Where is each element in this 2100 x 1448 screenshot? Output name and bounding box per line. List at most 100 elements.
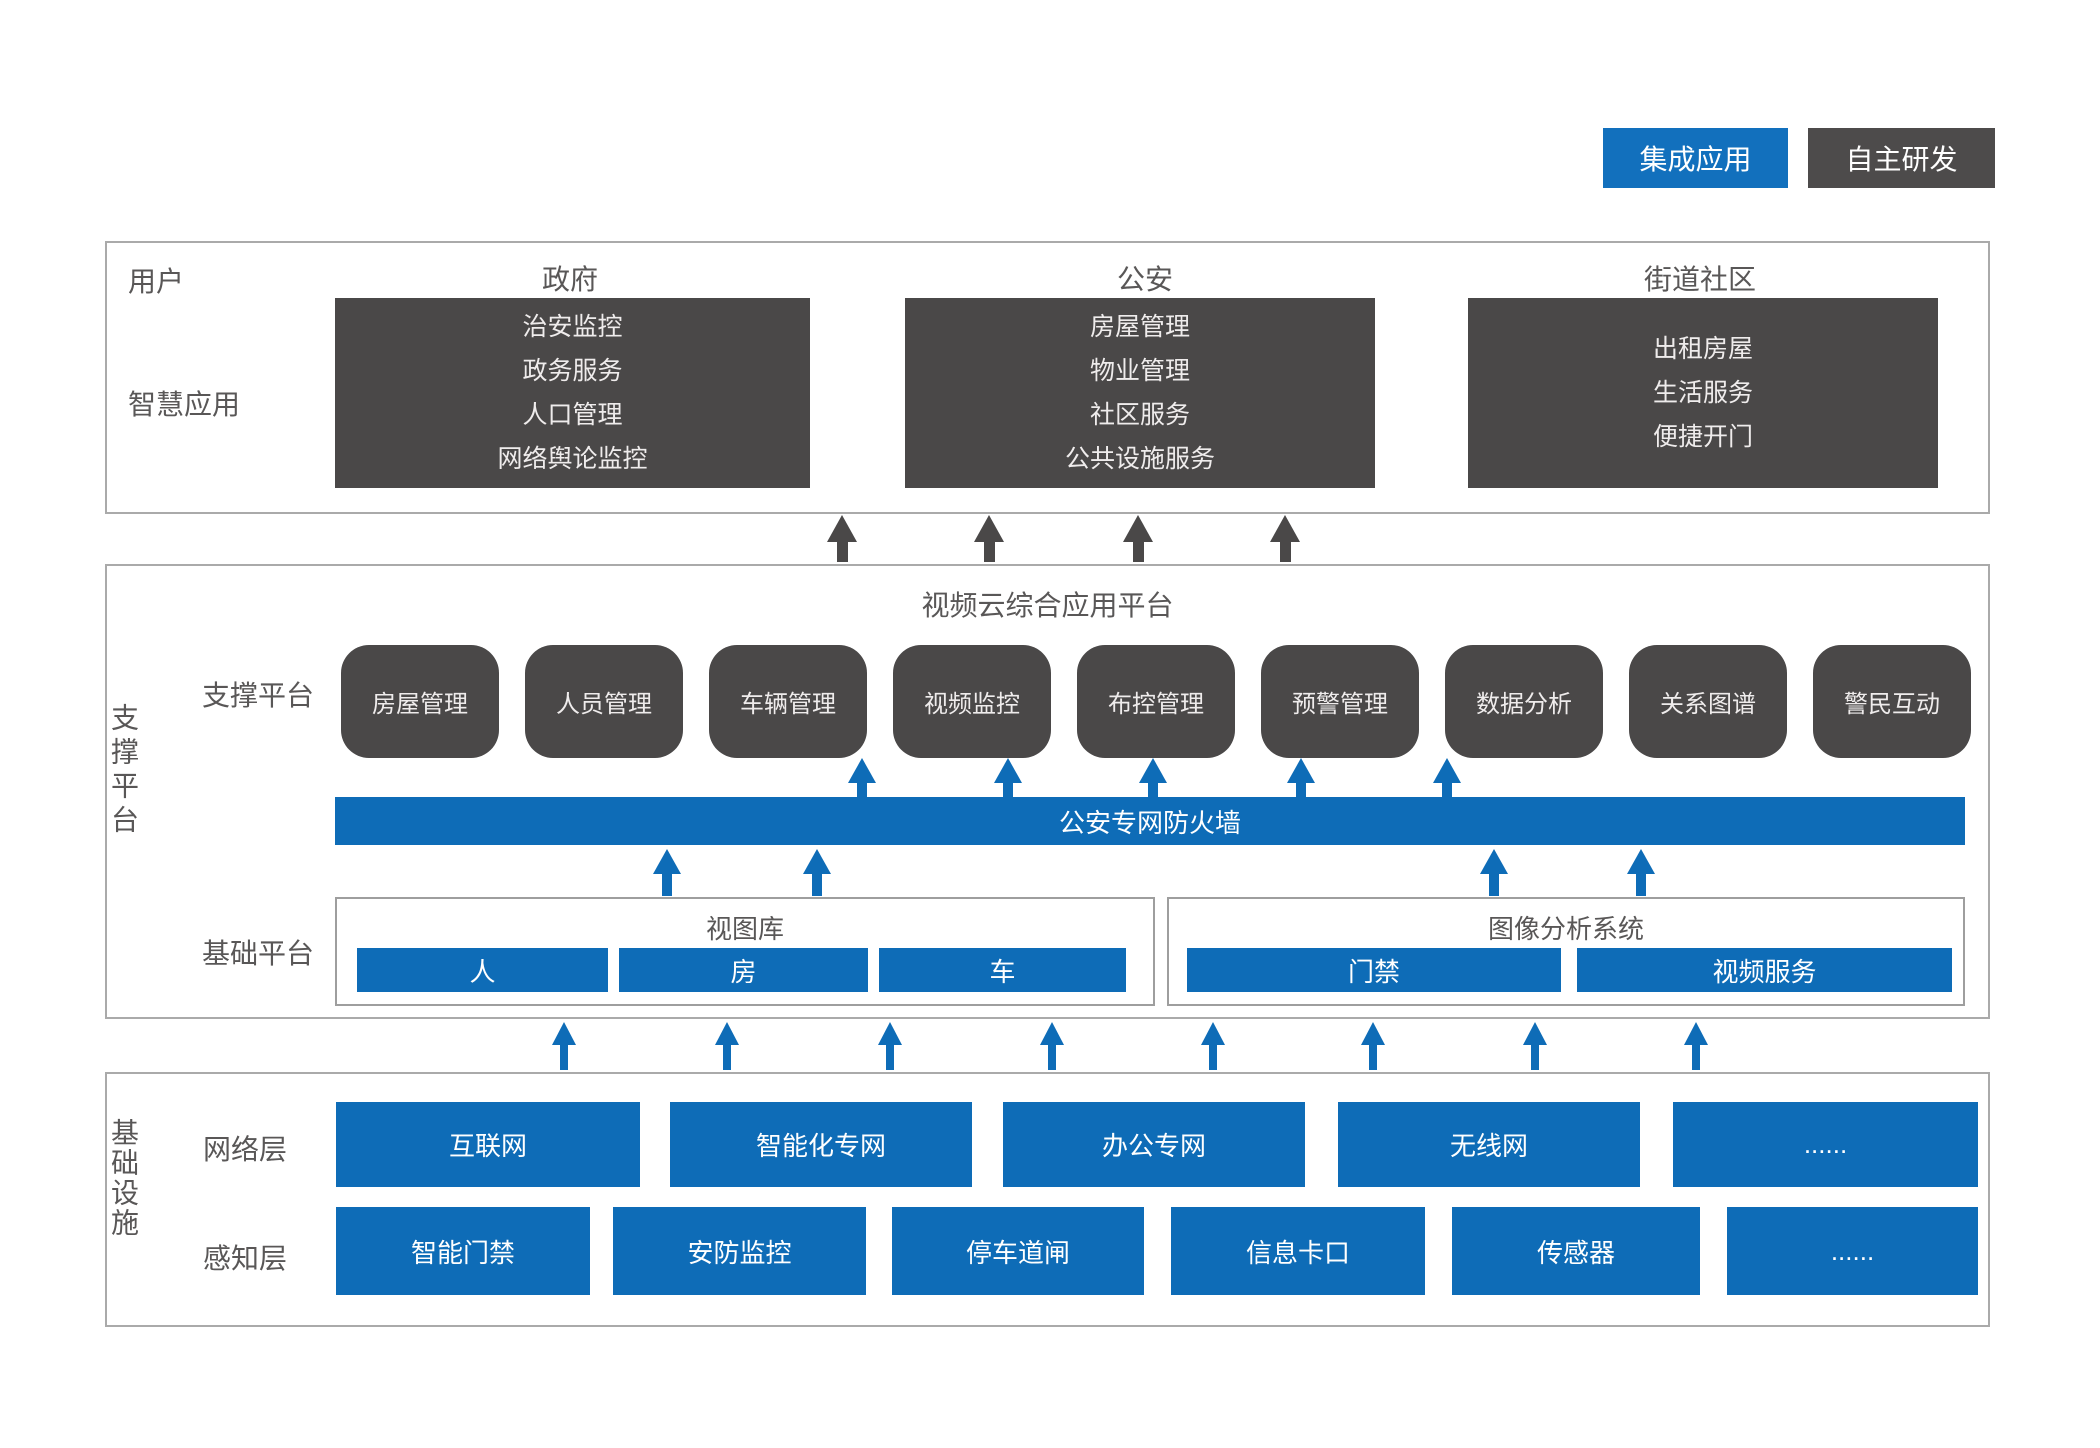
app-item: 便捷开门 [1652,423,1753,451]
support-app-box: 车辆管理 [709,645,867,758]
image-analysis-item-box: 门禁 [1187,948,1561,992]
support-app-label: 布控管理 [1108,691,1204,718]
up-arrow-icon [1480,849,1508,896]
up-arrow-icon [1361,1022,1385,1070]
image-analysis-title: 图像分析系统 [1487,914,1644,944]
up-arrow-icon [1287,758,1315,797]
view-library-title: 视图库 [705,914,784,944]
government-apps-box: 治安监控 政务服务 人口管理 网络舆论监控 [335,298,810,488]
view-library-item-box: 房 [619,948,868,992]
up-arrow-icon [827,515,857,562]
legend-self-developed-label: 自主研发 [1845,144,1958,175]
support-app-label: 警民互动 [1844,691,1940,718]
sensor-box: 智能门禁 [336,1207,590,1295]
support-app-box: 关系图谱 [1629,645,1787,758]
network-box: 互联网 [336,1102,640,1187]
up-arrow-icon [1627,849,1655,896]
users-row-label: 用户 [128,266,185,297]
support-app-label: 预警管理 [1292,691,1388,718]
up-arrow-icon [1040,1022,1064,1070]
app-item: 生活服务 [1652,379,1753,407]
support-app-box: 布控管理 [1077,645,1235,758]
up-arrow-icon [1684,1022,1708,1070]
app-item: 公共设施服务 [1064,445,1215,473]
image-analysis-item-label: 视频服务 [1712,956,1817,987]
sensor-box-label: 信息卡口 [1245,1237,1350,1268]
support-app-label: 关系图谱 [1660,691,1756,718]
network-box-label: 智能化专网 [755,1131,886,1161]
support-app-box: 视频监控 [893,645,1051,758]
support-app-label: 人员管理 [556,691,652,718]
network-layer-label: 网络层 [202,1134,287,1165]
base-row-label: 基础平台 [201,938,314,969]
image-analysis-item-label: 门禁 [1347,956,1400,987]
sensor-box: 安防监控 [613,1207,866,1295]
platform-title: 视频云综合应用平台 [921,590,1174,621]
sensor-box-label: 传感器 [1536,1237,1615,1268]
support-app-box: 数据分析 [1445,645,1603,758]
up-arrow-icon [1123,515,1153,562]
sensor-box-label: ...... [1830,1235,1875,1266]
image-analysis-item-box: 视频服务 [1577,948,1952,992]
legend-integrated-label: 集成应用 [1639,144,1752,175]
view-library-item-label: 车 [989,956,1016,987]
police-apps-box: 房屋管理 物业管理 社区服务 公共设施服务 [905,298,1375,488]
network-box: 智能化专网 [670,1102,972,1187]
app-item: 人口管理 [522,401,623,429]
sensor-box-label: 智能门禁 [410,1237,515,1268]
up-arrow-icon [715,1022,739,1070]
up-arrow-icon [994,758,1022,797]
up-arrow-icon [1139,758,1167,797]
column-header-community: 街道社区 [1643,264,1756,295]
network-box: ...... [1673,1102,1978,1187]
sensor-box-label: 安防监控 [687,1237,792,1268]
sensor-layer-label: 感知层 [202,1243,287,1274]
support-app-label: 房屋管理 [372,691,468,718]
support-app-box: 预警管理 [1261,645,1419,758]
support-app-box: 警民互动 [1813,645,1971,758]
view-library-box: 视图库 人 房 车 [335,897,1155,1006]
app-item: 政务服务 [522,357,623,385]
view-library-item-box: 车 [879,948,1126,992]
support-app-box: 房屋管理 [341,645,499,758]
network-box: 无线网 [1338,1102,1640,1187]
up-arrow-icon [552,1022,576,1070]
image-analysis-box: 图像分析系统 门禁 视频服务 [1167,897,1965,1006]
up-arrow-icon [1433,758,1461,797]
app-item: 房屋管理 [1089,313,1190,341]
view-library-item-box: 人 [357,948,608,992]
firewall-bar: 公安专网防火墙 [335,797,1965,845]
smart-apps-row-label: 智慧应用 [128,389,241,420]
sensor-box: 信息卡口 [1171,1207,1425,1295]
up-arrow-icon [1523,1022,1547,1070]
sensor-box: 停车道闸 [892,1207,1144,1295]
legend-self-developed-chip: 自主研发 [1808,128,1995,188]
column-header-police: 公安 [1116,264,1173,295]
support-app-label: 数据分析 [1476,691,1572,718]
app-item: 出租房屋 [1652,335,1753,363]
network-box-label: 办公专网 [1101,1131,1206,1161]
legend-integrated-chip: 集成应用 [1603,128,1788,188]
support-app-label: 视频监控 [924,691,1020,718]
support-app-label: 车辆管理 [740,691,836,718]
up-arrow-icon [974,515,1004,562]
platform-side-label: 支撑平台 [108,703,139,839]
up-arrow-icon [803,849,831,896]
app-item: 物业管理 [1089,357,1190,385]
firewall-label: 公安专网防火墙 [1058,807,1241,838]
up-arrow-icon [848,758,876,797]
infrastructure-side-label: 基础设施 [108,1118,139,1238]
column-header-government: 政府 [541,264,598,295]
app-item: 社区服务 [1089,401,1190,429]
sensor-box: ...... [1727,1207,1978,1295]
support-row-label: 支撑平台 [201,680,314,711]
network-box: 办公专网 [1003,1102,1305,1187]
up-arrow-icon [878,1022,902,1070]
network-box-label: 无线网 [1449,1131,1528,1161]
sensor-box-label: 停车道闸 [965,1237,1070,1268]
up-arrow-icon [1201,1022,1225,1070]
up-arrow-icon [653,849,681,896]
app-item: 治安监控 [522,313,623,341]
view-library-item-label: 房 [730,956,757,987]
